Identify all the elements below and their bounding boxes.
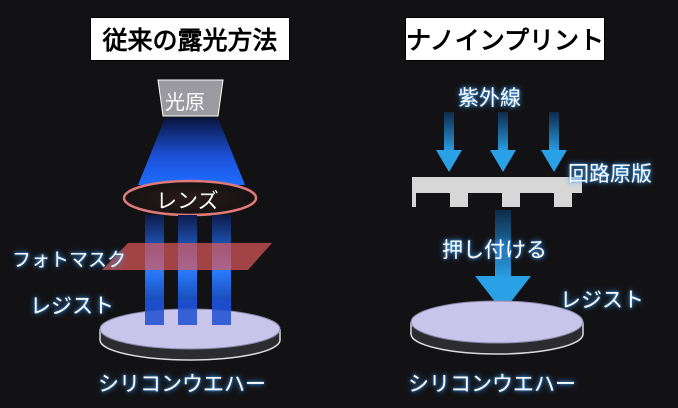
press-arrow <box>475 210 531 312</box>
photomask-label: フォトマスク <box>12 249 127 271</box>
press-label: 押し付ける <box>442 238 547 262</box>
uv-label: 紫外線 <box>458 86 521 110</box>
light-source-label: 光原 <box>165 90 205 114</box>
uv-arrow-3 <box>541 112 567 172</box>
beam-foot-1 <box>145 300 164 325</box>
light-cone <box>138 118 245 185</box>
photomask-plate <box>102 243 272 270</box>
right-title: ナノインプリント <box>405 17 605 61</box>
uv-arrow-1 <box>436 112 462 172</box>
left-resist-label: レジスト <box>30 294 114 318</box>
mold-label: 回路原版 <box>568 162 652 186</box>
right-resist-label: レジスト <box>560 288 644 312</box>
beam-foot-2 <box>178 300 197 325</box>
left-title: 従来の露光方法 <box>90 17 290 61</box>
beam-foot-3 <box>212 300 231 325</box>
left-wafer-label: シリコンウエハー <box>98 372 266 396</box>
imprint-mold <box>412 177 582 207</box>
lens-label: レンズ <box>156 189 219 213</box>
right-wafer-label: シリコンウエハー <box>408 372 576 396</box>
uv-arrow-2 <box>490 112 516 172</box>
light-source-box <box>157 79 224 117</box>
right-wafer <box>410 300 584 355</box>
